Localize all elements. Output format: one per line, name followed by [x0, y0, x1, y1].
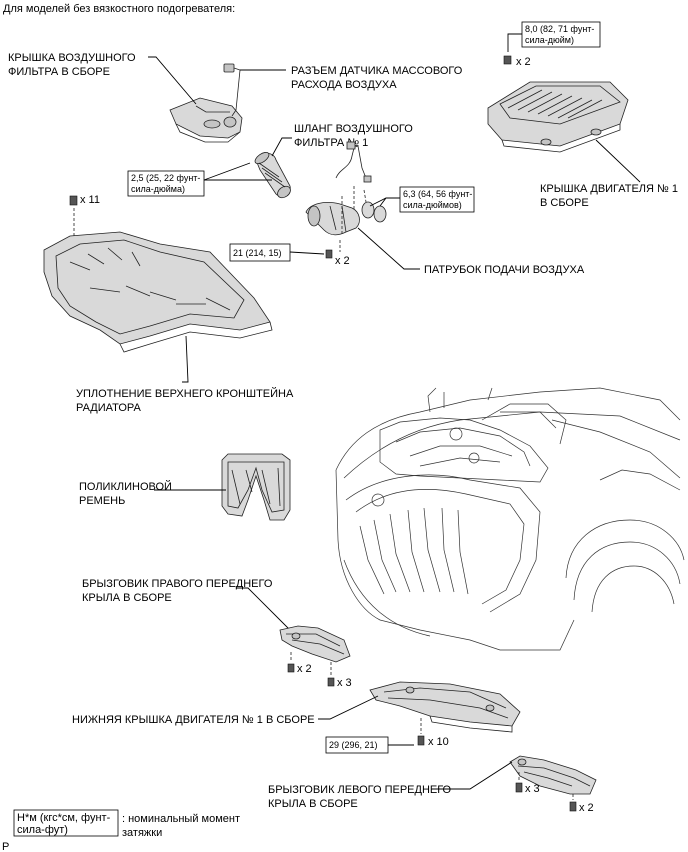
svg-text:сила-дюйма): сила-дюйма) — [131, 184, 185, 194]
lh-bolt-a — [515, 782, 523, 793]
svg-text:29 (296, 21): 29 (296, 21) — [329, 740, 378, 750]
seal-leader — [182, 335, 189, 383]
under-cover-drawing — [369, 681, 521, 733]
engine-cover-torque-leader — [507, 33, 522, 52]
rh-qty-a: x 2 — [297, 663, 312, 675]
svg-text:8,0 (82, 71 фунт-: 8,0 (82, 71 фунт- — [525, 24, 594, 34]
svg-text:сила-дюйм): сила-дюйм) — [525, 35, 574, 45]
svg-text:21 (214, 15): 21 (214, 15) — [233, 248, 282, 258]
svg-text:БРЫЗГОВИК ЛЕВОГО ПЕРЕДНЕГО: БРЫЗГОВИК ЛЕВОГО ПЕРЕДНЕГО — [268, 784, 452, 796]
under-cover-label: НИЖНЯЯ КРЫШКА ДВИГАТЕЛЯ № 1 В СБОРЕ — [72, 714, 315, 726]
engine-cover-qty: x 2 — [516, 56, 531, 68]
intake-pipe-dashed-guides — [339, 186, 367, 252]
splash-lh-drawing — [509, 755, 597, 795]
pipe-clamp-torque-box: 6,3 (64, 56 фунт- сила-дюймов) — [399, 186, 475, 213]
belt-label: ПОЛИКЛИНОВОЙ РЕМЕНЬ — [79, 480, 172, 507]
rh-bolt-b — [327, 677, 335, 687]
torque-legend-box: Н*м (кгс*см, фунт- сила-фут) — [13, 809, 119, 837]
engine-cover-torque-box: 8,0 (82, 71 фунт- сила-дюйм) — [521, 21, 601, 48]
splash-rh-label: БРЫЗГОВИК ПРАВОГО ПЕРЕДНЕГО КРЫЛА В СБОР… — [82, 578, 273, 604]
under-cover-qty: x 10 — [428, 736, 449, 748]
svg-text:2,5 (25, 22 фунт-: 2,5 (25, 22 фунт- — [131, 173, 200, 183]
svg-text:РАДИАТОРА: РАДИАТОРА — [76, 402, 142, 414]
svg-text:сила-фут): сила-фут) — [17, 824, 68, 836]
splash-rh-drawing — [279, 625, 351, 663]
svg-text:РЕМЕНЬ: РЕМЕНЬ — [79, 495, 125, 507]
pipe-clamp-leader — [369, 197, 400, 207]
lh-dashed — [518, 772, 574, 800]
splash-lh-leader — [432, 761, 513, 790]
svg-text:В СБОРЕ: В СБОРЕ — [540, 197, 589, 209]
svg-text:сила-дюймов): сила-дюймов) — [403, 200, 462, 210]
under-cover-leader — [318, 695, 379, 720]
pipe-bolts-qty: x 2 — [335, 255, 350, 267]
svg-text:ШЛАНГ ВОЗДУШНОГО: ШЛАНГ ВОЗДУШНОГО — [294, 123, 413, 135]
pipe-bolt-torque-box: 21 (214, 15) — [229, 243, 291, 262]
radiator-seal-drawing — [43, 231, 273, 353]
hose-clamp-torque-box: 2,5 (25, 22 фунт- сила-дюйма) — [127, 170, 205, 197]
hose-clamp-leader — [203, 162, 272, 181]
vehicle-front-outline — [335, 387, 685, 651]
air-cleaner-cap-leader — [148, 56, 197, 105]
lh-qty-a: x 3 — [525, 783, 540, 795]
splash-lh-label: БРЫЗГОВИК ЛЕВОГО ПЕРЕДНЕГО КРЫЛА В СБОРЕ — [268, 784, 452, 810]
intake-pipe-bolt — [325, 249, 333, 259]
svg-text:КРЫШКА ВОЗДУШНОГО: КРЫШКА ВОЗДУШНОГО — [8, 52, 136, 64]
header-title: Для моделей без вязкостного подогревател… — [3, 3, 235, 15]
torque-legend-description: : номинальный момент затяжки — [122, 813, 240, 839]
rh-bolt-a — [287, 663, 295, 673]
air-hose-leader — [271, 137, 292, 157]
rh-qty-b: x 3 — [337, 677, 352, 689]
air-hose-drawing — [254, 151, 291, 199]
svg-text:6,3 (64, 56 фунт-: 6,3 (64, 56 фунт- — [403, 189, 472, 199]
v-ribbed-belt-drawing — [221, 453, 291, 521]
svg-text:ПОЛИКЛИНОВОЙ: ПОЛИКЛИНОВОЙ — [79, 480, 172, 493]
splash-rh-leader — [236, 587, 291, 631]
engine-cover-bolt — [503, 55, 512, 65]
lh-qty-b: x 2 — [579, 802, 594, 814]
engine-cover-leader — [595, 139, 641, 183]
svg-text:КРЫЛА В СБОРЕ: КРЫЛА В СБОРЕ — [82, 592, 172, 604]
svg-text:: номинальный момент: : номинальный момент — [122, 813, 240, 825]
air-cleaner-cap-drawing — [169, 97, 243, 143]
seal-clip — [69, 195, 78, 206]
under-cover-torque-box: 29 (296, 21) — [325, 736, 389, 754]
rh-dashed — [290, 652, 332, 676]
svg-text:ФИЛЬТРА В СБОРЕ: ФИЛЬТРА В СБОРЕ — [8, 66, 110, 78]
engine-cover-label: КРЫШКА ДВИГАТЕЛЯ № 1 В СБОРЕ — [540, 183, 678, 209]
engine-cover-drawing — [487, 81, 629, 153]
seal-clips-qty: x 11 — [80, 194, 100, 206]
svg-text:затяжки: затяжки — [122, 827, 162, 839]
air-cleaner-cap-label: КРЫШКА ВОЗДУШНОГО ФИЛЬТРА В СБОРЕ — [8, 52, 136, 78]
svg-text:КРЫЛА В СБОРЕ: КРЫЛА В СБОРЕ — [268, 798, 358, 810]
svg-text:ФИЛЬТРА № 1: ФИЛЬТРА № 1 — [294, 137, 368, 149]
svg-text:КРЫШКА ДВИГАТЕЛЯ № 1: КРЫШКА ДВИГАТЕЛЯ № 1 — [540, 183, 678, 195]
under-cover-bolt — [417, 735, 425, 746]
svg-text:УПЛОТНЕНИЕ ВЕРХНЕГО КРОНШТЕЙНА: УПЛОТНЕНИЕ ВЕРХНЕГО КРОНШТЕЙНА — [76, 387, 294, 400]
svg-text:РАЗЪЕМ ДАТЧИКА МАССОВОГО: РАЗЪЕМ ДАТЧИКА МАССОВОГО — [291, 65, 463, 77]
svg-text:РАСХОДА ВОЗДУХА: РАСХОДА ВОЗДУХА — [291, 79, 397, 91]
svg-text:Н*м (кгс*см, фунт-: Н*м (кгс*см, фунт- — [17, 812, 111, 824]
svg-text:БРЫЗГОВИК ПРАВОГО ПЕРЕДНЕГО: БРЫЗГОВИК ПРАВОГО ПЕРЕДНЕГО — [82, 578, 273, 590]
intake-pipe-drawing — [305, 141, 387, 236]
intake-pipe-label: ПАТРУБОК ПОДАЧИ ВОЗДУХА — [424, 264, 585, 276]
pipe-bolt-leader — [289, 251, 325, 255]
figure-code: P — [2, 841, 9, 852]
seal-label: УПЛОТНЕНИЕ ВЕРХНЕГО КРОНШТЕЙНА РАДИАТОРА — [76, 387, 294, 414]
maf-connector-label: РАЗЪЕМ ДАТЧИКА МАССОВОГО РАСХОДА ВОЗДУХА — [291, 65, 463, 91]
lh-bolt-b — [569, 801, 577, 812]
intake-pipe-leader — [357, 227, 420, 270]
